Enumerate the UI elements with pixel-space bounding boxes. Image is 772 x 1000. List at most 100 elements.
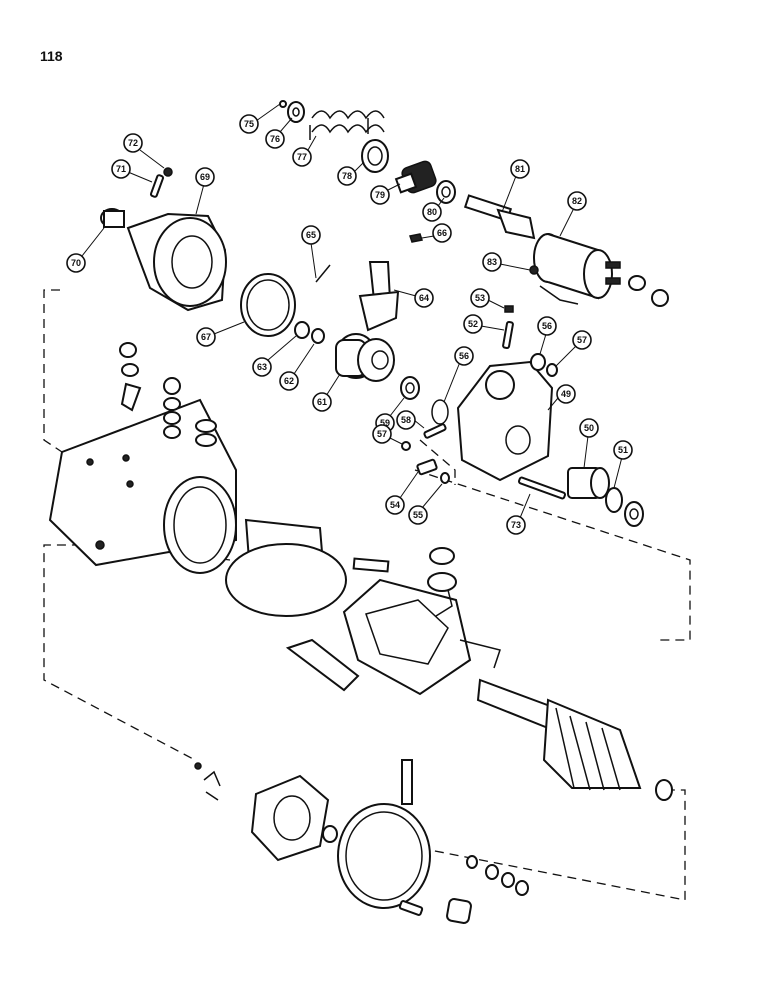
small-rings-part [294, 321, 325, 344]
page-number: 118 [40, 48, 63, 64]
svg-text:49: 49 [561, 389, 571, 399]
callout-53: 53 [470, 288, 505, 309]
svg-text:56: 56 [459, 351, 469, 361]
callout-63: 63 [252, 335, 297, 377]
svg-text:58: 58 [401, 415, 411, 425]
svg-text:55: 55 [413, 510, 423, 520]
callout-66: 66 [421, 223, 452, 243]
svg-text:67: 67 [201, 332, 211, 342]
callout-52: 52 [463, 314, 505, 334]
lever-housing-part [431, 360, 554, 482]
drive-housing-part [126, 212, 227, 312]
pole-shoe-part [285, 638, 360, 692]
svg-text:65: 65 [306, 230, 316, 240]
svg-text:75: 75 [244, 119, 254, 129]
callout-69: 69 [195, 167, 215, 215]
callout-57b: 57 [372, 424, 403, 445]
callout-61: 61 [312, 373, 341, 412]
svg-text:62: 62 [284, 376, 294, 386]
end-frame-part [337, 759, 431, 909]
callout-56: 56 [537, 316, 557, 355]
svg-text:81: 81 [515, 164, 525, 174]
pin-part [149, 167, 173, 198]
svg-text:63: 63 [257, 362, 267, 372]
armature-part [476, 678, 673, 801]
terminal-hardware-part [95, 342, 217, 550]
svg-text:78: 78 [342, 171, 352, 181]
snap-ring-part [279, 100, 287, 108]
callout-64: 64 [393, 288, 434, 308]
callout-72: 72 [123, 133, 165, 169]
callout-62: 62 [279, 343, 315, 391]
retainer-ring-part [361, 139, 389, 173]
brush-plate-part [194, 762, 338, 862]
spring-part [309, 110, 385, 140]
thrust-washer-part [436, 180, 456, 204]
svg-text:70: 70 [71, 258, 81, 268]
shaft-pin-part [401, 423, 447, 451]
gasket-part [240, 273, 296, 337]
svg-text:51: 51 [618, 445, 628, 455]
callout-58: 58 [396, 410, 425, 430]
callout-50: 50 [579, 418, 599, 469]
callout-49: 49 [547, 384, 576, 411]
callout-78: 78 [337, 161, 365, 186]
svg-text:77: 77 [297, 152, 307, 162]
callout-51: 51 [613, 440, 633, 489]
callout-71: 71 [111, 159, 153, 183]
callout-80: 80 [422, 197, 445, 222]
svg-text:82: 82 [572, 196, 582, 206]
svg-text:76: 76 [270, 134, 280, 144]
svg-text:80: 80 [427, 207, 437, 217]
bushing-part [100, 208, 125, 228]
callout-54: 54 [385, 471, 419, 515]
callout-81: 81 [501, 159, 530, 213]
svg-text:73: 73 [511, 520, 521, 530]
drive-assembly-part [335, 333, 395, 382]
callout-75: 75 [239, 103, 281, 134]
callout-79: 79 [370, 183, 401, 205]
callout-76: 76 [265, 117, 293, 149]
callout-70: 70 [66, 227, 105, 273]
terminal-nuts-part [529, 265, 669, 307]
insulation-sleeve-part [225, 518, 347, 617]
callout-82: 82 [559, 191, 587, 237]
screw-part [416, 458, 450, 484]
svg-text:64: 64 [419, 293, 429, 303]
field-coil-part [342, 557, 501, 696]
svg-text:52: 52 [468, 319, 478, 329]
callout-55: 55 [408, 483, 443, 525]
brush-terminal-part [427, 547, 457, 592]
washer-59-part [400, 376, 420, 400]
svg-text:56: 56 [542, 321, 552, 331]
svg-text:79: 79 [375, 190, 385, 200]
washers-51-part [605, 487, 644, 527]
washer-part [287, 101, 305, 123]
callout-83: 83 [482, 252, 531, 272]
pinion-gear-part [394, 160, 437, 194]
callout-77: 77 [292, 135, 317, 167]
svg-text:59: 59 [380, 418, 390, 428]
plunger-part [463, 194, 536, 240]
solenoid-part [533, 233, 621, 305]
field-frame-part [48, 398, 237, 574]
callout-67: 67 [196, 321, 245, 347]
callout-65: 65 [301, 225, 321, 279]
end-hardware-part [398, 855, 529, 924]
svg-text:53: 53 [475, 293, 485, 303]
callout-56b: 56 [443, 346, 474, 403]
through-bolt-part [517, 476, 567, 500]
callout-73: 73 [506, 493, 531, 535]
shift-pin-part [315, 233, 423, 283]
callout-57: 57 [555, 330, 592, 367]
shift-lever-part [358, 261, 400, 332]
svg-text:57: 57 [577, 335, 587, 345]
svg-text:69: 69 [200, 172, 210, 182]
svg-text:83: 83 [487, 257, 497, 267]
svg-text:71: 71 [116, 164, 126, 174]
svg-text:50: 50 [584, 423, 594, 433]
lever-pin-part [502, 305, 514, 350]
svg-text:61: 61 [317, 397, 327, 407]
svg-text:57: 57 [377, 429, 387, 439]
